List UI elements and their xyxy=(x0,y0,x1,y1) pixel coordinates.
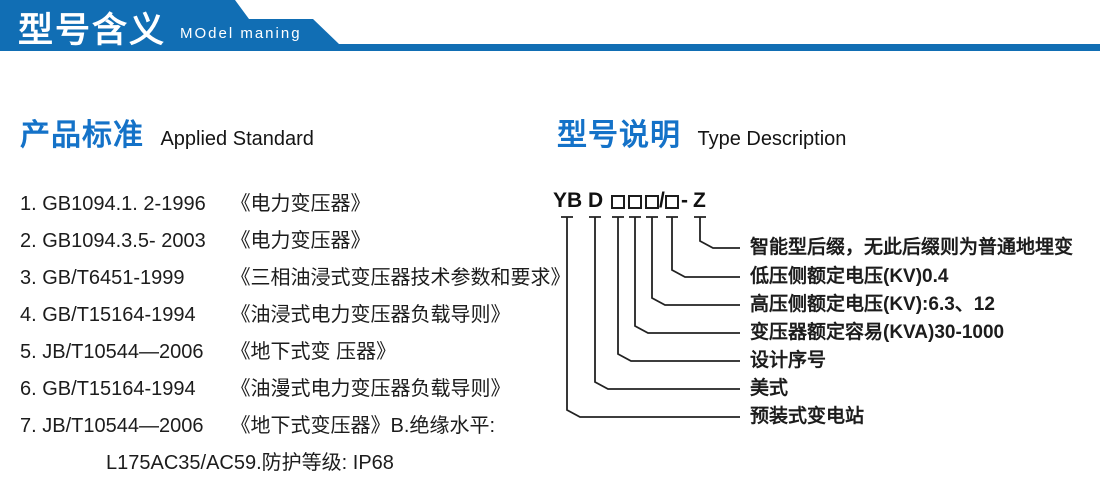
standards-heading-cn: 产品标准 xyxy=(20,119,144,152)
standard-code: 3. GB/T6451-1999 xyxy=(20,267,185,289)
type-description-heading: 型号说明 Type Description xyxy=(557,110,846,154)
standard-item: 4. GB/T15164-1994 《油浸式电力变压器负载导则》 xyxy=(20,297,571,334)
standard-item: 2. GB1094.3.5- 2003 《电力变压器》 xyxy=(20,223,571,260)
standard-item: 1. GB1094.1. 2-1996 《电力变压器》 xyxy=(20,186,571,223)
standard-title: 《地下式变 压器》 xyxy=(230,341,397,363)
page-subtitle: MOdel maning xyxy=(180,25,302,42)
standards-heading-en: Applied Standard xyxy=(160,128,314,150)
standard-title: 《地下式变压器》B.绝缘水平: xyxy=(230,415,496,437)
connector-line xyxy=(646,216,740,306)
standard-code: 7. JB/T10544—2006 xyxy=(20,415,204,437)
standard-code: 6. GB/T15164-1994 xyxy=(20,378,196,400)
connector-line xyxy=(629,216,740,334)
standard-title: 《电力变压器》 xyxy=(230,193,371,215)
standard-code: 2. GB1094.3.5- 2003 xyxy=(20,230,206,252)
standard-title: 《电力变压器》 xyxy=(230,230,371,252)
header-ribbon xyxy=(0,0,1100,51)
standard-code: 1. GB1094.1. 2-1996 xyxy=(20,193,206,215)
standard-item: 5. JB/T10544—2006 《地下式变 压器》 xyxy=(20,334,571,371)
page-title: 型号含义 xyxy=(18,11,167,50)
standard-continuation: L175AC35/AC59.防护等级: IP68 xyxy=(106,452,394,474)
standard-title: 《油漫式电力变压器负载导则》 xyxy=(230,378,511,400)
standards-heading: 产品标准 Applied Standard xyxy=(20,110,314,154)
standard-code: 4. GB/T15164-1994 xyxy=(20,304,196,326)
connector-line xyxy=(589,216,740,390)
type-description-heading-en: Type Description xyxy=(697,128,847,150)
connector-line xyxy=(561,216,740,418)
standard-code: 5. JB/T10544—2006 xyxy=(20,341,204,363)
connector-line xyxy=(666,216,740,278)
standard-item: 7. JB/T10544—2006 《地下式变压器》B.绝缘水平: xyxy=(20,408,571,445)
standard-item: 6. GB/T15164-1994 《油漫式电力变压器负载导则》 xyxy=(20,371,571,408)
standard-title: 《三相油浸式变压器技术参数和要求》 xyxy=(230,267,571,289)
standard-title: 《油浸式电力变压器负载导则》 xyxy=(230,304,511,326)
standard-item: 3. GB/T6451-1999 《三相油浸式变压器技术参数和要求》 xyxy=(20,260,571,297)
connector-line xyxy=(694,216,740,249)
standards-list: 1. GB1094.1. 2-1996 《电力变压器》 2. GB1094.3.… xyxy=(20,186,571,482)
connector-line xyxy=(612,216,740,362)
type-description-heading-cn: 型号说明 xyxy=(557,119,681,152)
